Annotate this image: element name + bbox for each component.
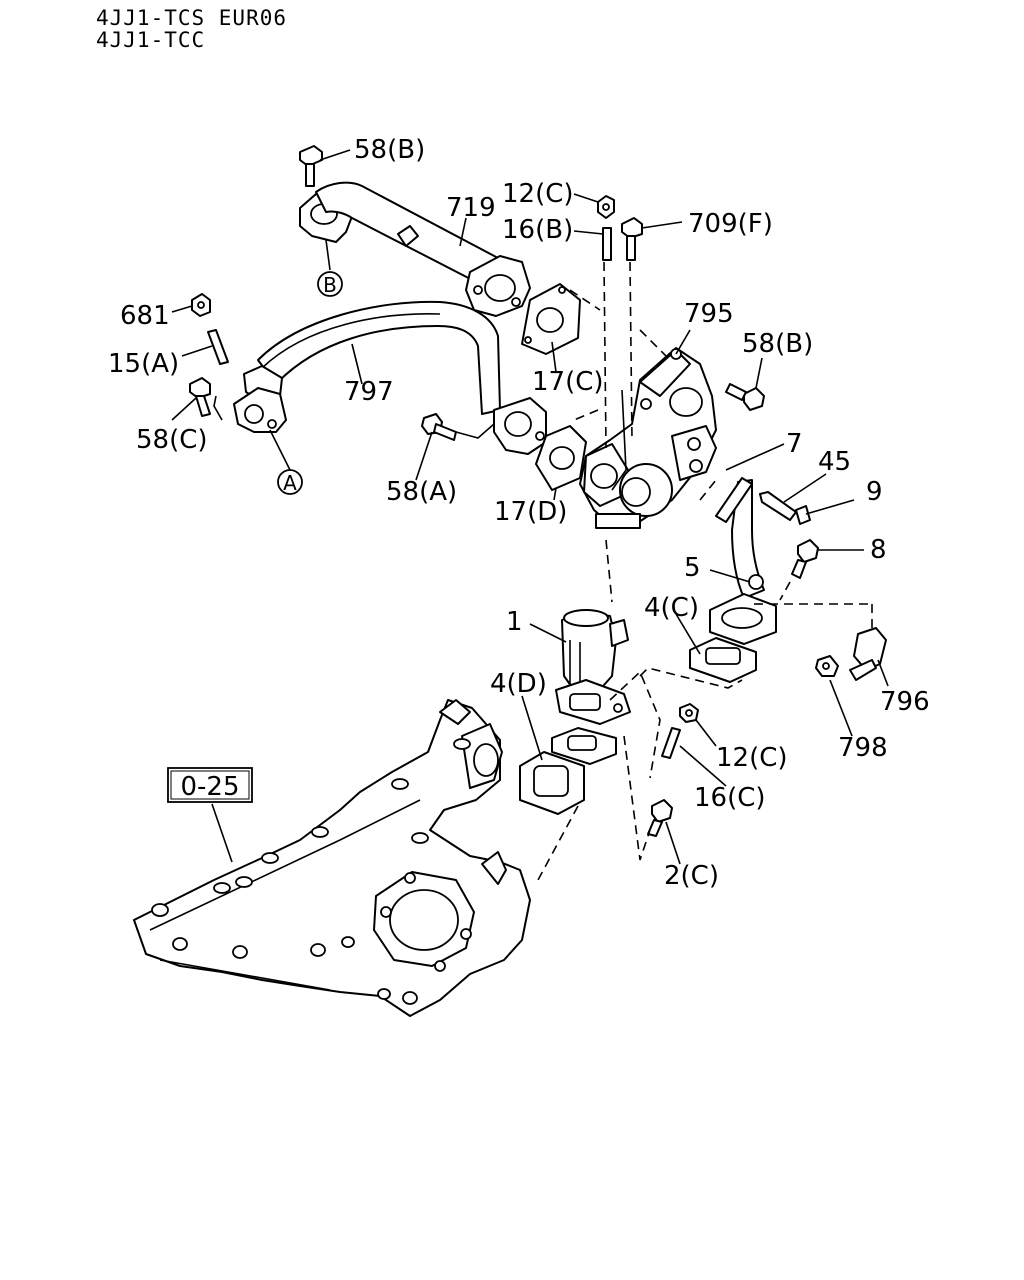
callout-16b: 16(B) xyxy=(502,215,573,245)
model-code-line-1: 4JJ1-TCS EUR06 xyxy=(96,6,288,30)
bolt-45 xyxy=(759,491,797,521)
ref-circle-b-letter: B xyxy=(323,273,337,297)
callout-798: 798 xyxy=(838,733,888,763)
callout-17d: 17(D) xyxy=(494,497,567,527)
ref-circle-a: A xyxy=(277,469,303,495)
stud-16b xyxy=(602,227,612,261)
callout-796: 796 xyxy=(880,687,930,717)
callout-681: 681 xyxy=(120,301,170,331)
callout-58b-top: 58(B) xyxy=(354,135,425,165)
callout-58a: 58(A) xyxy=(386,477,457,507)
nut-12c-bottom xyxy=(679,703,699,723)
egr-valve-1 xyxy=(555,609,631,725)
ref-circle-a-letter: A xyxy=(283,471,297,495)
callout-58b-right: 58(B) xyxy=(742,329,813,359)
stud-16c xyxy=(661,727,681,759)
nut-12c-top xyxy=(597,195,615,219)
ref-circle-b: B xyxy=(317,271,343,297)
bolt-58b-top xyxy=(299,145,323,187)
bolt-58b-right xyxy=(725,383,765,411)
nut-798 xyxy=(815,655,839,677)
callout-797: 797 xyxy=(344,377,394,407)
callout-15a: 15(A) xyxy=(108,349,179,379)
stud-15a xyxy=(207,329,229,365)
callout-12c-bottom: 12(C) xyxy=(716,743,788,773)
leader-lines xyxy=(171,149,889,881)
model-code-line-2: 4JJ1-TCC xyxy=(96,28,206,52)
bolt-2c xyxy=(647,799,673,837)
egr-pipe-5 xyxy=(709,477,777,645)
egr-pipe-719 xyxy=(299,181,531,317)
callout-17c: 17(C) xyxy=(532,367,604,397)
nut-681 xyxy=(191,293,211,317)
egr-cooler-795 xyxy=(579,347,717,529)
callout-2c: 2(C) xyxy=(664,861,719,891)
egr-spacer xyxy=(551,727,617,765)
bolt-58c xyxy=(189,377,211,417)
bolt-58a xyxy=(421,413,457,441)
callout-1: 1 xyxy=(506,607,523,637)
gasket-17c xyxy=(521,283,581,355)
bolt-8 xyxy=(791,539,819,579)
callout-5: 5 xyxy=(684,553,701,583)
callout-45: 45 xyxy=(818,447,851,477)
washer-9 xyxy=(795,505,811,525)
callout-4c: 4(C) xyxy=(644,593,699,623)
callout-9: 9 xyxy=(866,477,883,507)
callout-16c: 16(C) xyxy=(694,783,766,813)
ref-box-0-25: 0-25 xyxy=(167,767,253,803)
egr-pipe-797 xyxy=(233,300,547,455)
callout-12c-top: 12(C) xyxy=(502,179,574,209)
callout-719: 719 xyxy=(446,193,496,223)
ref-box-label: 0-25 xyxy=(180,772,239,802)
sensor-796 xyxy=(849,627,887,681)
callout-795: 795 xyxy=(684,299,734,329)
callout-4d: 4(D) xyxy=(490,669,547,699)
callout-labels: 58(B) 719 12(C) 16(B) 709(F) 681 15(A) 7… xyxy=(108,135,930,891)
intake-manifold xyxy=(133,699,531,1017)
callout-7: 7 xyxy=(786,429,803,459)
callout-709f: 709(F) xyxy=(688,209,773,239)
callout-58c: 58(C) xyxy=(136,425,208,455)
gasket-17d xyxy=(535,425,587,491)
callout-8: 8 xyxy=(870,535,887,565)
gasket-4d xyxy=(519,751,585,815)
gasket-4c xyxy=(689,637,757,683)
bolt-709f xyxy=(621,217,643,261)
